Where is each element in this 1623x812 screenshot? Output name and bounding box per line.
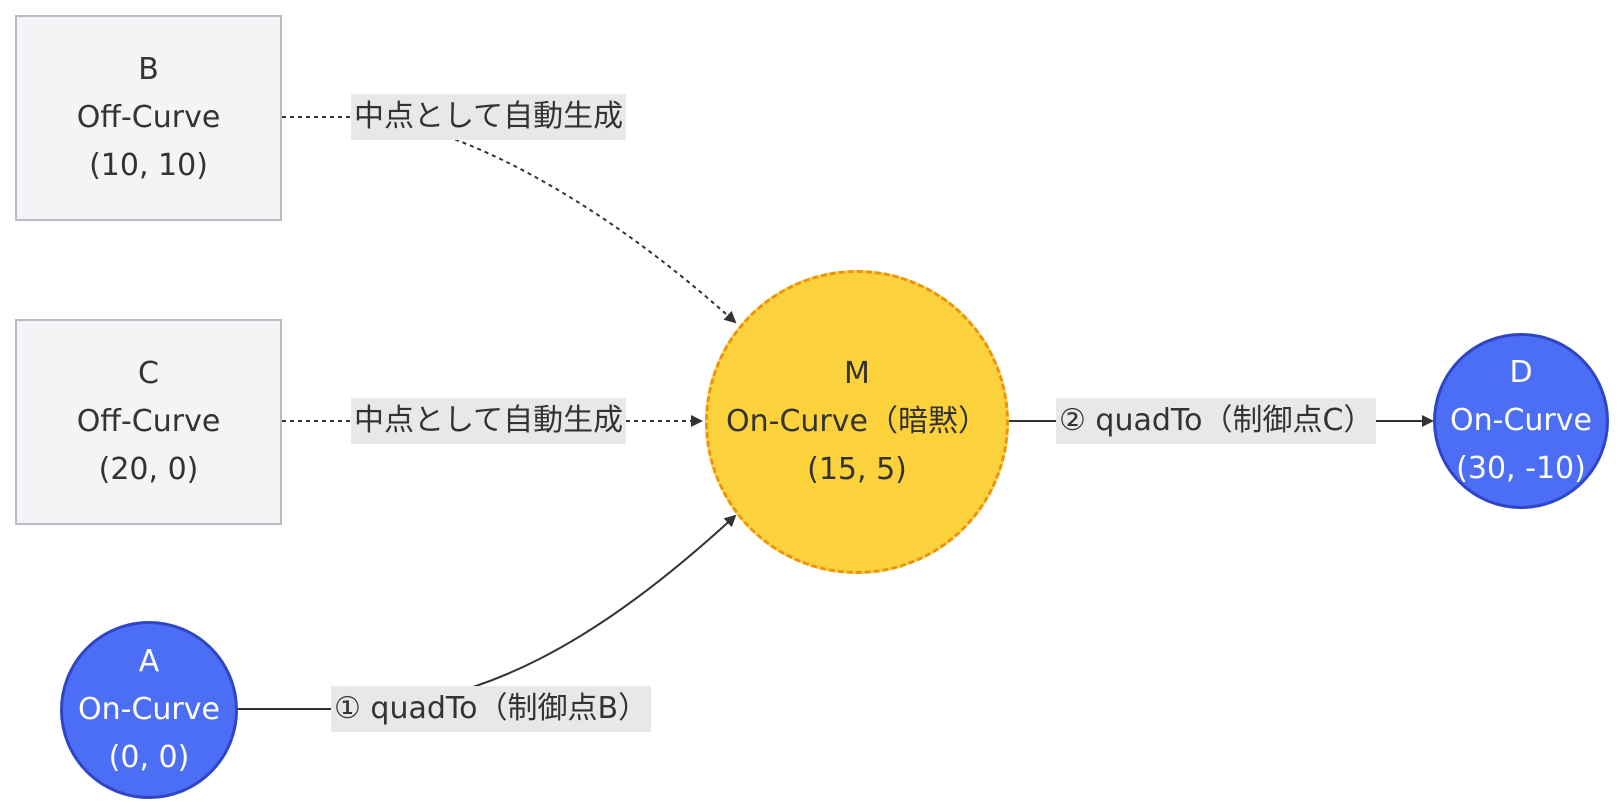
node-b-id: B (138, 52, 159, 87)
node-b-coords: (10, 10) (89, 148, 208, 183)
node-c-kind: Off-Curve (76, 404, 221, 439)
node-m: M On-Curve（暗黙） (15, 5) (705, 270, 1009, 574)
node-m-id: M (844, 356, 870, 391)
node-b-kind: Off-Curve (76, 100, 221, 135)
node-d-id: D (1509, 355, 1533, 390)
node-c-coords: (20, 0) (98, 452, 199, 487)
node-a: A On-Curve (0, 0) (60, 621, 238, 799)
edge-label-b-to-m: 中点として自動生成 (351, 94, 627, 140)
node-c: C Off-Curve (20, 0) (15, 319, 282, 525)
edge-label-m-to-d: ② quadTo（制御点C） (1056, 398, 1377, 444)
node-c-id: C (138, 356, 159, 391)
node-m-coords: (15, 5) (807, 452, 907, 487)
node-b: B Off-Curve (10, 10) (15, 15, 282, 221)
node-d: D On-Curve (30, -10) (1433, 333, 1609, 509)
edge-label-a-to-m: ① quadTo（制御点B） (331, 686, 652, 732)
node-d-kind: On-Curve (1450, 403, 1592, 438)
node-a-coords: (0, 0) (108, 740, 190, 775)
edge-a-to-m (234, 514, 737, 710)
node-m-kind: On-Curve（暗黙） (726, 404, 988, 439)
node-a-id: A (138, 644, 160, 679)
edge-b-to-m (274, 116, 737, 324)
edge-label-c-to-m: 中点として自動生成 (351, 398, 627, 444)
node-d-coords: (30, -10) (1456, 451, 1586, 486)
node-a-kind: On-Curve (78, 692, 220, 727)
